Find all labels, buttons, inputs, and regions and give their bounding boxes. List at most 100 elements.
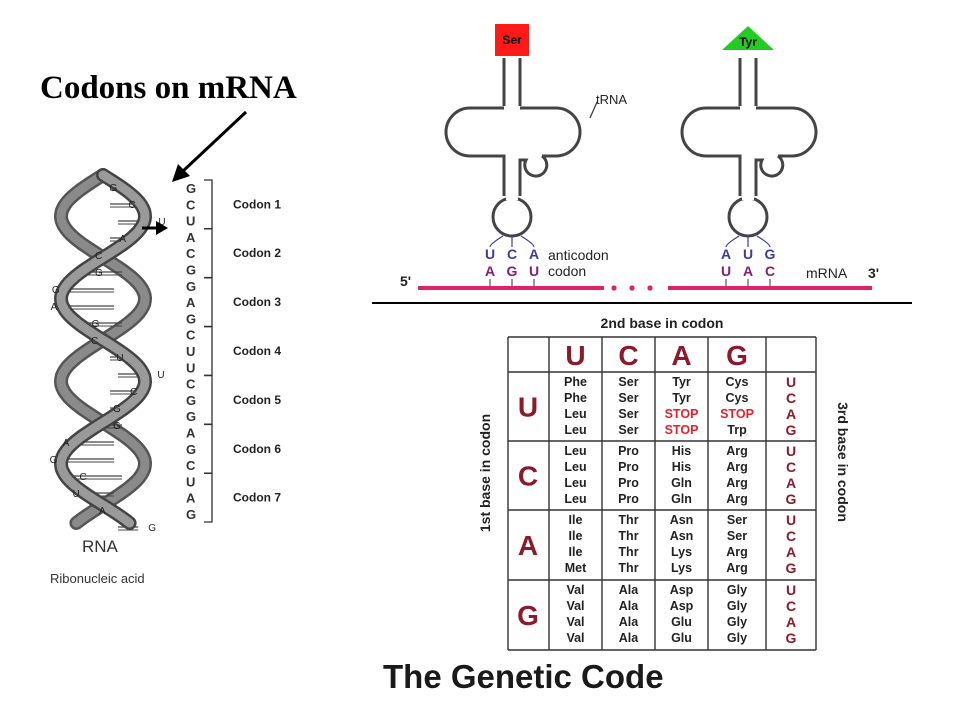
codon-base-mrna: C [765, 263, 775, 279]
first-base-header: C [518, 461, 538, 492]
codon-label: Codon 3 [233, 295, 281, 309]
third-base: U [786, 443, 796, 459]
strand-base: C [91, 336, 98, 347]
amino-acid: Gln [671, 476, 692, 490]
third-base: A [786, 475, 796, 491]
amino-acid: Ser [618, 391, 638, 405]
trna-left-arm [444, 106, 506, 196]
anticodon-loop [491, 196, 533, 238]
trna-left-arm [680, 106, 742, 196]
codon-base: C [186, 246, 196, 261]
codon-bracket [204, 326, 213, 376]
codon-base: G [186, 311, 196, 326]
amino-acid: Pro [618, 460, 639, 474]
amino-acid: Asn [670, 529, 694, 543]
helix-backbone-back [53, 168, 153, 530]
anticodon-base: A [721, 246, 731, 262]
codon-label: Codon 4 [233, 344, 281, 358]
codon-base: G [186, 393, 196, 408]
amino-acid: Ala [619, 631, 640, 645]
third-base: G [786, 491, 797, 507]
amino-acid: Arg [726, 561, 748, 575]
strand-base: A [63, 438, 70, 449]
strand-base: G [92, 319, 100, 330]
third-base: C [786, 528, 796, 544]
third-base: C [786, 459, 796, 475]
amino-acid: Phe [564, 375, 587, 389]
amino-acid: Arg [726, 460, 748, 474]
amino-acid: Tyr [672, 375, 691, 389]
trna-right-arm [756, 106, 818, 158]
codon-pointer-arrow [142, 221, 168, 235]
codon-label: Codon 6 [233, 442, 281, 456]
trna-variable-loop [518, 154, 549, 196]
second-base-header: C [618, 340, 638, 371]
codon-label-mrna: codon [548, 263, 586, 279]
first-base-header: A [518, 530, 538, 561]
third-base: C [786, 598, 796, 614]
first-base-header: G [517, 600, 539, 631]
trna-diagram: SerUACGAUTyrAUUAGCtRNAanticodoncodon5'mR… [400, 24, 879, 291]
amino-acid: Arg [726, 545, 748, 559]
helix-backbone-back-fill [56, 170, 150, 528]
third-base: G [786, 422, 797, 438]
third-base: C [786, 390, 796, 406]
amino-acid: Ser [727, 513, 747, 527]
first-base-header: U [518, 392, 538, 423]
codon-base: G [186, 409, 196, 424]
amino-acid: Leu [564, 444, 586, 458]
amino-acid: Pro [618, 444, 639, 458]
heading-arrow [172, 110, 248, 182]
strand-base: G [148, 523, 156, 534]
third-base: U [786, 512, 796, 528]
amino-acid: Leu [564, 407, 586, 421]
second-base-label: 2nd base in codon [601, 315, 724, 331]
helix-backbone-front [53, 168, 153, 530]
amino-acid: Val [566, 599, 584, 613]
third-base: G [786, 630, 797, 646]
codon-base: A [186, 295, 196, 310]
amino-acid: Gly [727, 631, 747, 645]
strand-base: G [113, 404, 121, 415]
amino-acid: Val [566, 583, 584, 597]
codon-base: C [186, 377, 196, 392]
amino-acid: Asp [670, 583, 694, 597]
three-prime-label: 3' [868, 265, 879, 281]
anticodon-base: U [485, 246, 495, 262]
amino-acid: His [672, 460, 692, 474]
codon-label: Codon 1 [233, 197, 281, 211]
genetic-code-title: The Genetic Code [383, 658, 664, 695]
codon-label: Codon 2 [233, 246, 281, 260]
amino-acid: Ser [727, 529, 747, 543]
strand-base: A [99, 506, 106, 517]
amino-acid-box [495, 24, 529, 56]
amino-acid: Ile [569, 513, 583, 527]
codon-base: G [186, 279, 196, 294]
anticodon-base: U [743, 246, 753, 262]
amino-acid: Ala [619, 599, 640, 613]
amino-acid: Leu [564, 476, 586, 490]
strand-base: C [130, 387, 137, 398]
codon-base: U [186, 360, 195, 375]
rna-helix [53, 168, 153, 531]
mrna-label: mRNA [806, 265, 848, 281]
codon-base: A [186, 230, 196, 245]
amino-acid: Ile [569, 545, 583, 559]
amino-acid: Pro [618, 492, 639, 506]
codon-bracket [204, 374, 213, 425]
heading: Codons on mRNA [40, 70, 297, 106]
codon-base-mrna: U [529, 263, 539, 279]
amino-acid: Trp [727, 423, 747, 437]
amino-acid: Thr [618, 545, 638, 559]
amino-acid: Arg [726, 444, 748, 458]
anticodon-base: C [507, 246, 517, 262]
anticodon-base: A [529, 246, 539, 262]
codon-bracket [204, 228, 213, 279]
second-base-header: U [565, 340, 585, 371]
amino-acid-triangle [722, 26, 774, 50]
